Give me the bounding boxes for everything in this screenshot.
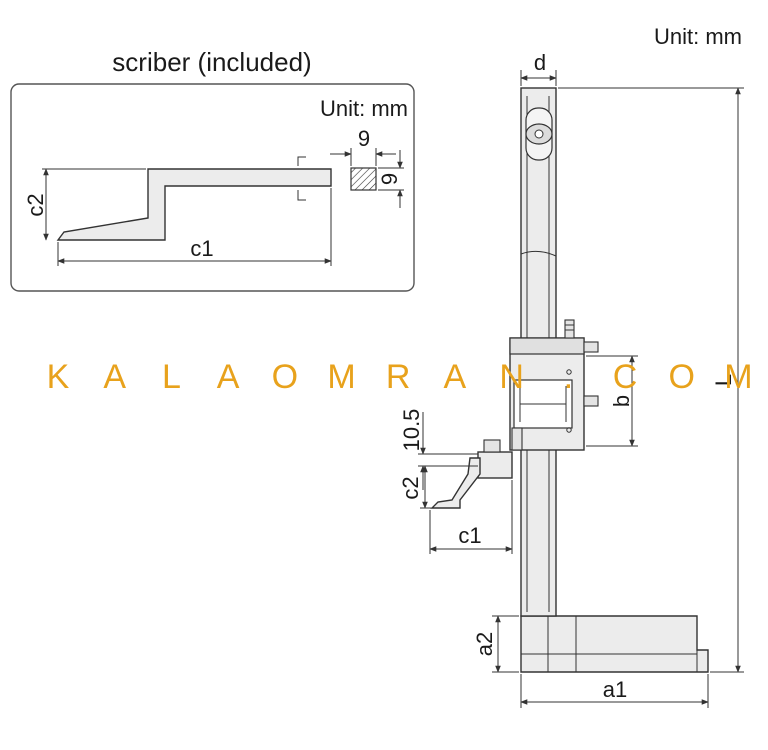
main-scriber — [430, 457, 481, 509]
inset-unit-label: Unit: mm — [320, 96, 408, 121]
watermark-letter: O — [668, 358, 694, 396]
dim-10-5: 10.5 — [399, 409, 424, 452]
scriber-section — [350, 167, 377, 191]
dim-section-width: 9 — [358, 126, 370, 151]
watermark-letter: A — [444, 358, 467, 396]
scriber-clamp — [477, 451, 513, 479]
scriber-shape — [56, 168, 332, 241]
dim-main-c1: c1 — [458, 523, 481, 548]
lock-screw-side-icon — [583, 341, 599, 407]
main-unit-label: Unit: mm — [654, 24, 742, 49]
dim-d: d — [534, 50, 546, 75]
watermark-letter: K — [47, 358, 70, 396]
lock-screw-top-icon — [564, 319, 575, 339]
dim-main-c2: c2 — [398, 476, 423, 499]
section-mark-bottom — [297, 190, 306, 201]
watermark-letter: M — [327, 358, 355, 396]
dim-b: b — [609, 395, 634, 407]
dim-a2: a2 — [472, 632, 497, 656]
inset-title: scriber (included) — [112, 47, 311, 77]
dim-L: L — [711, 374, 736, 386]
dim-inset-c2: c2 — [23, 193, 48, 216]
gauge-base — [520, 615, 709, 673]
watermark-letter: A — [103, 358, 126, 396]
watermark-letter: N — [499, 358, 524, 396]
watermark-letter: A — [217, 358, 240, 396]
dim-section-height: 9 — [377, 173, 402, 185]
dim-a1: a1 — [603, 677, 627, 702]
watermark-letter: L — [162, 358, 181, 396]
section-mark-top — [297, 156, 306, 166]
watermark-letter: O — [272, 358, 298, 396]
watermark-letter: C — [613, 358, 638, 396]
watermark-letter: M — [724, 358, 752, 396]
watermark-letter: R — [386, 358, 411, 396]
dim-inset-c1: c1 — [190, 236, 213, 261]
watermark-letter: . — [564, 358, 573, 396]
